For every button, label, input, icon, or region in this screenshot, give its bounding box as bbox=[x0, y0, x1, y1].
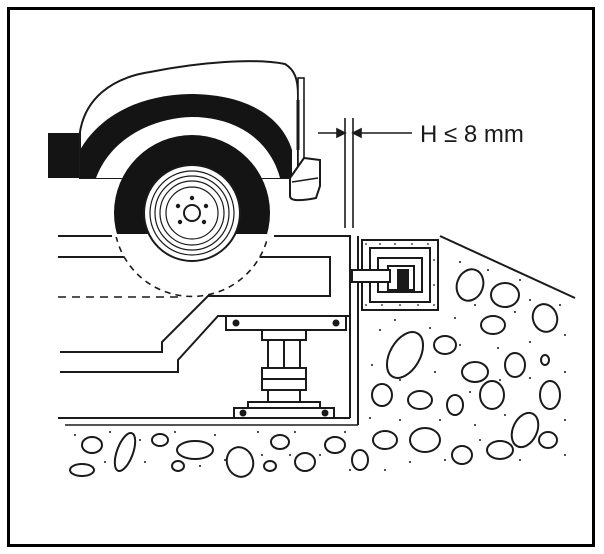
outer-frame bbox=[7, 7, 595, 547]
foundation-rubble bbox=[65, 235, 576, 478]
rubble-stones bbox=[69, 268, 561, 478]
rubble-stipple bbox=[74, 261, 566, 471]
gap-dimension bbox=[318, 118, 412, 228]
dimension-label: H ≤ 8 mm bbox=[420, 121, 524, 148]
wheel-hub bbox=[183, 204, 201, 222]
side-buffer bbox=[351, 239, 439, 311]
wheel-nuts bbox=[175, 195, 209, 225]
rear-bumper bbox=[289, 156, 321, 202]
load-cell bbox=[225, 315, 347, 419]
truck bbox=[48, 60, 321, 298]
